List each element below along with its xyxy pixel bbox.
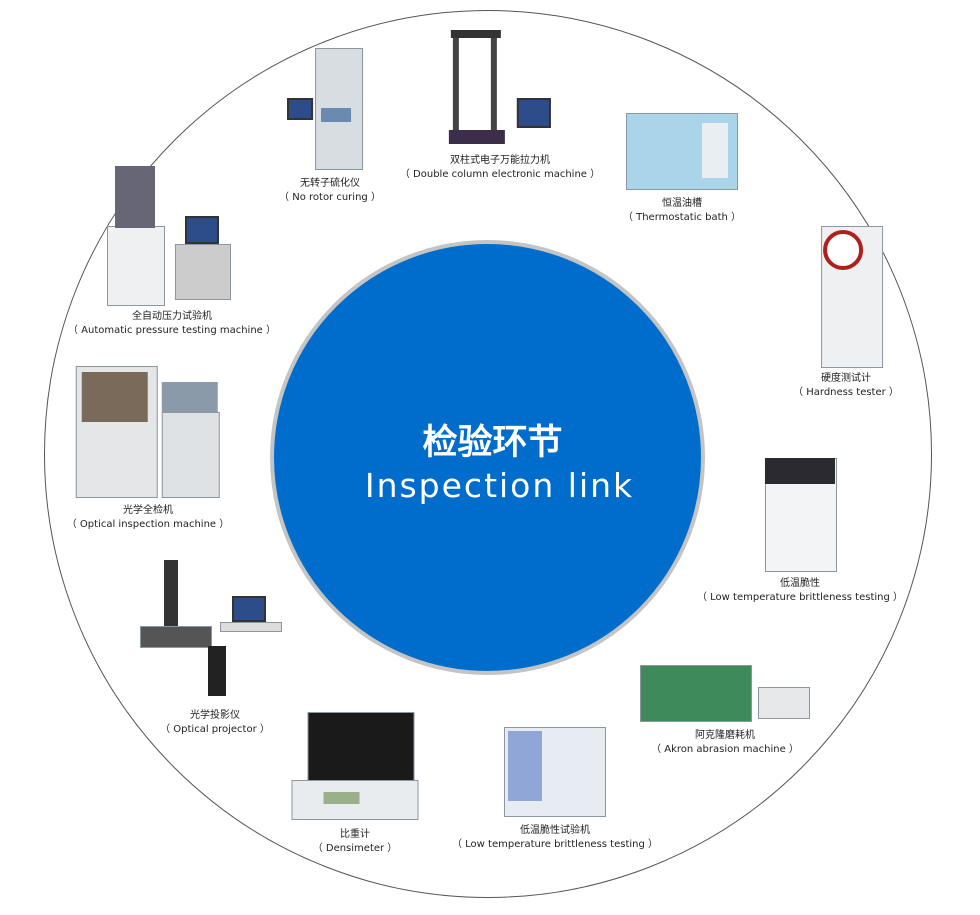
item-densimeter: 比重计 （ Densimeter ） xyxy=(288,712,423,856)
item-label-zh: 恒温油槽 xyxy=(662,198,702,209)
item-label-zh: 阿克隆磨耗机 xyxy=(695,730,755,741)
outer-ring xyxy=(44,10,932,898)
item-label-zh: 硬度测试计 xyxy=(820,373,871,384)
item-label-en: （ Double column electronic machine ） xyxy=(399,169,601,180)
item-label-en: （ No rotor curing ） xyxy=(279,192,381,203)
item-label-en: （ Automatic pressure testing machine ） xyxy=(67,325,277,336)
pressure-testing-machine-icon xyxy=(106,166,237,306)
rheometer-machine-icon xyxy=(285,48,375,173)
item-label-zh: 低温脆性试验机 xyxy=(520,825,590,836)
item-low-temp-brittleness-machine: 低温脆性试验机 （ Low temperature brittleness te… xyxy=(452,715,658,852)
item-label-zh: 低温脆性 xyxy=(780,578,820,589)
item-no-rotor-curing: 无转子硫化仪 （ No rotor curing ） xyxy=(279,48,381,205)
item-label-zh: 光学投影仪 xyxy=(190,710,240,721)
item-label-zh: 比重计 xyxy=(340,829,370,840)
center-circle: 检验环节 Inspection link xyxy=(270,240,705,675)
optical-projector-icon xyxy=(140,560,290,705)
thermostatic-bath-icon xyxy=(622,98,742,193)
item-automatic-pressure: 全自动压力试验机 （ Automatic pressure testing ma… xyxy=(68,166,276,338)
item-label-zh: 全自动压力试验机 xyxy=(131,311,212,322)
item-label-en: （ Hardness tester ） xyxy=(793,387,899,398)
item-label-en: （ Optical inspection machine ） xyxy=(66,519,230,530)
item-label-en: （ Optical projector ） xyxy=(160,724,270,735)
center-title-zh: 检验环节 xyxy=(422,423,563,463)
item-label-zh: 无转子硫化仪 xyxy=(299,178,360,189)
item-label-en: （ Densimeter ） xyxy=(312,843,398,854)
abrasion-machine-icon xyxy=(640,625,810,725)
item-optical-inspection: 光学全检机 （ Optical inspection machine ） xyxy=(66,352,230,532)
brittleness-machine-icon xyxy=(500,715,610,820)
optical-inspection-machine-icon xyxy=(75,352,221,500)
item-label-en: （ Akron abrasion machine ） xyxy=(651,744,799,755)
item-label-zh: 双柱式电子万能拉力机 xyxy=(450,155,550,166)
tensile-machine-icon xyxy=(445,30,555,150)
item-optical-projector: 光学投影仪 （ Optical projector ） xyxy=(140,560,290,737)
center-title-en: Inspection link xyxy=(364,466,635,505)
brittleness-tester-icon xyxy=(755,418,845,573)
item-label-en: （ Thermostatic bath ） xyxy=(622,212,742,223)
item-thermostatic-bath: 恒温油槽 （ Thermostatic bath ） xyxy=(622,98,742,225)
item-akron-abrasion: 阿克隆磨耗机 （ Akron abrasion machine ） xyxy=(640,625,810,757)
item-double-column-machine: 双柱式电子万能拉力机 （ Double column electronic ma… xyxy=(400,30,600,182)
densimeter-icon xyxy=(288,712,423,824)
item-low-temp-brittleness: 低温脆性 （ Low temperature brittleness testi… xyxy=(697,418,903,605)
item-label-en: （ Low temperature brittleness testing ） xyxy=(451,839,659,850)
item-label-en: （ Low temperature brittleness testing ） xyxy=(696,592,904,603)
hardness-tester-icon xyxy=(801,226,891,368)
item-label-zh: 光学全检机 xyxy=(123,505,173,516)
item-hardness-tester: 硬度测试计 （ Hardness tester ） xyxy=(793,226,899,400)
